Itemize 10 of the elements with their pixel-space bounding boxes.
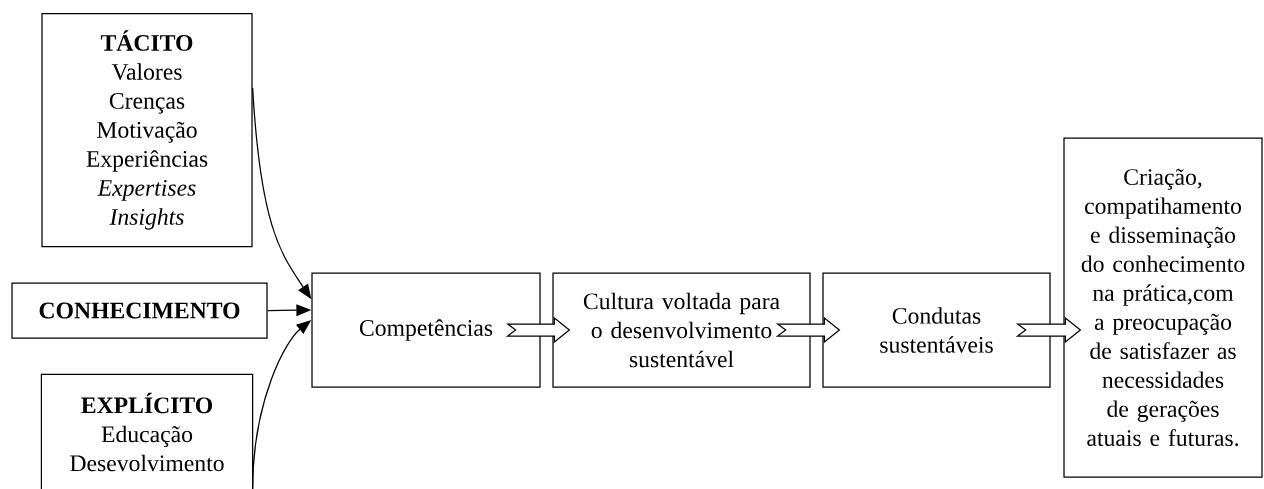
text-box: CONHECIMENTO: [11, 282, 268, 339]
text-box: TÁCITO Valores Crenças Motivação Experiências Expertises Insights: [41, 12, 253, 248]
block-arrow: [1015, 316, 1082, 344]
text-box: EXPLÍCITO Educação Desevolvimento: [40, 373, 254, 489]
block-arrow: [775, 316, 841, 344]
process-box: Condutas sustentáveis: [822, 272, 1051, 388]
block-arrow: [505, 316, 571, 344]
process-box: Cultura voltada para o desenvolvimento sustentável: [552, 272, 811, 388]
process-box: Competências: [311, 272, 541, 388]
result-box: Criação, compatihamento e disseminação do conhecimento na prática,com a preocupação de satisfazer as necessidades de gerações atuais e futuras.: [1063, 137, 1263, 478]
